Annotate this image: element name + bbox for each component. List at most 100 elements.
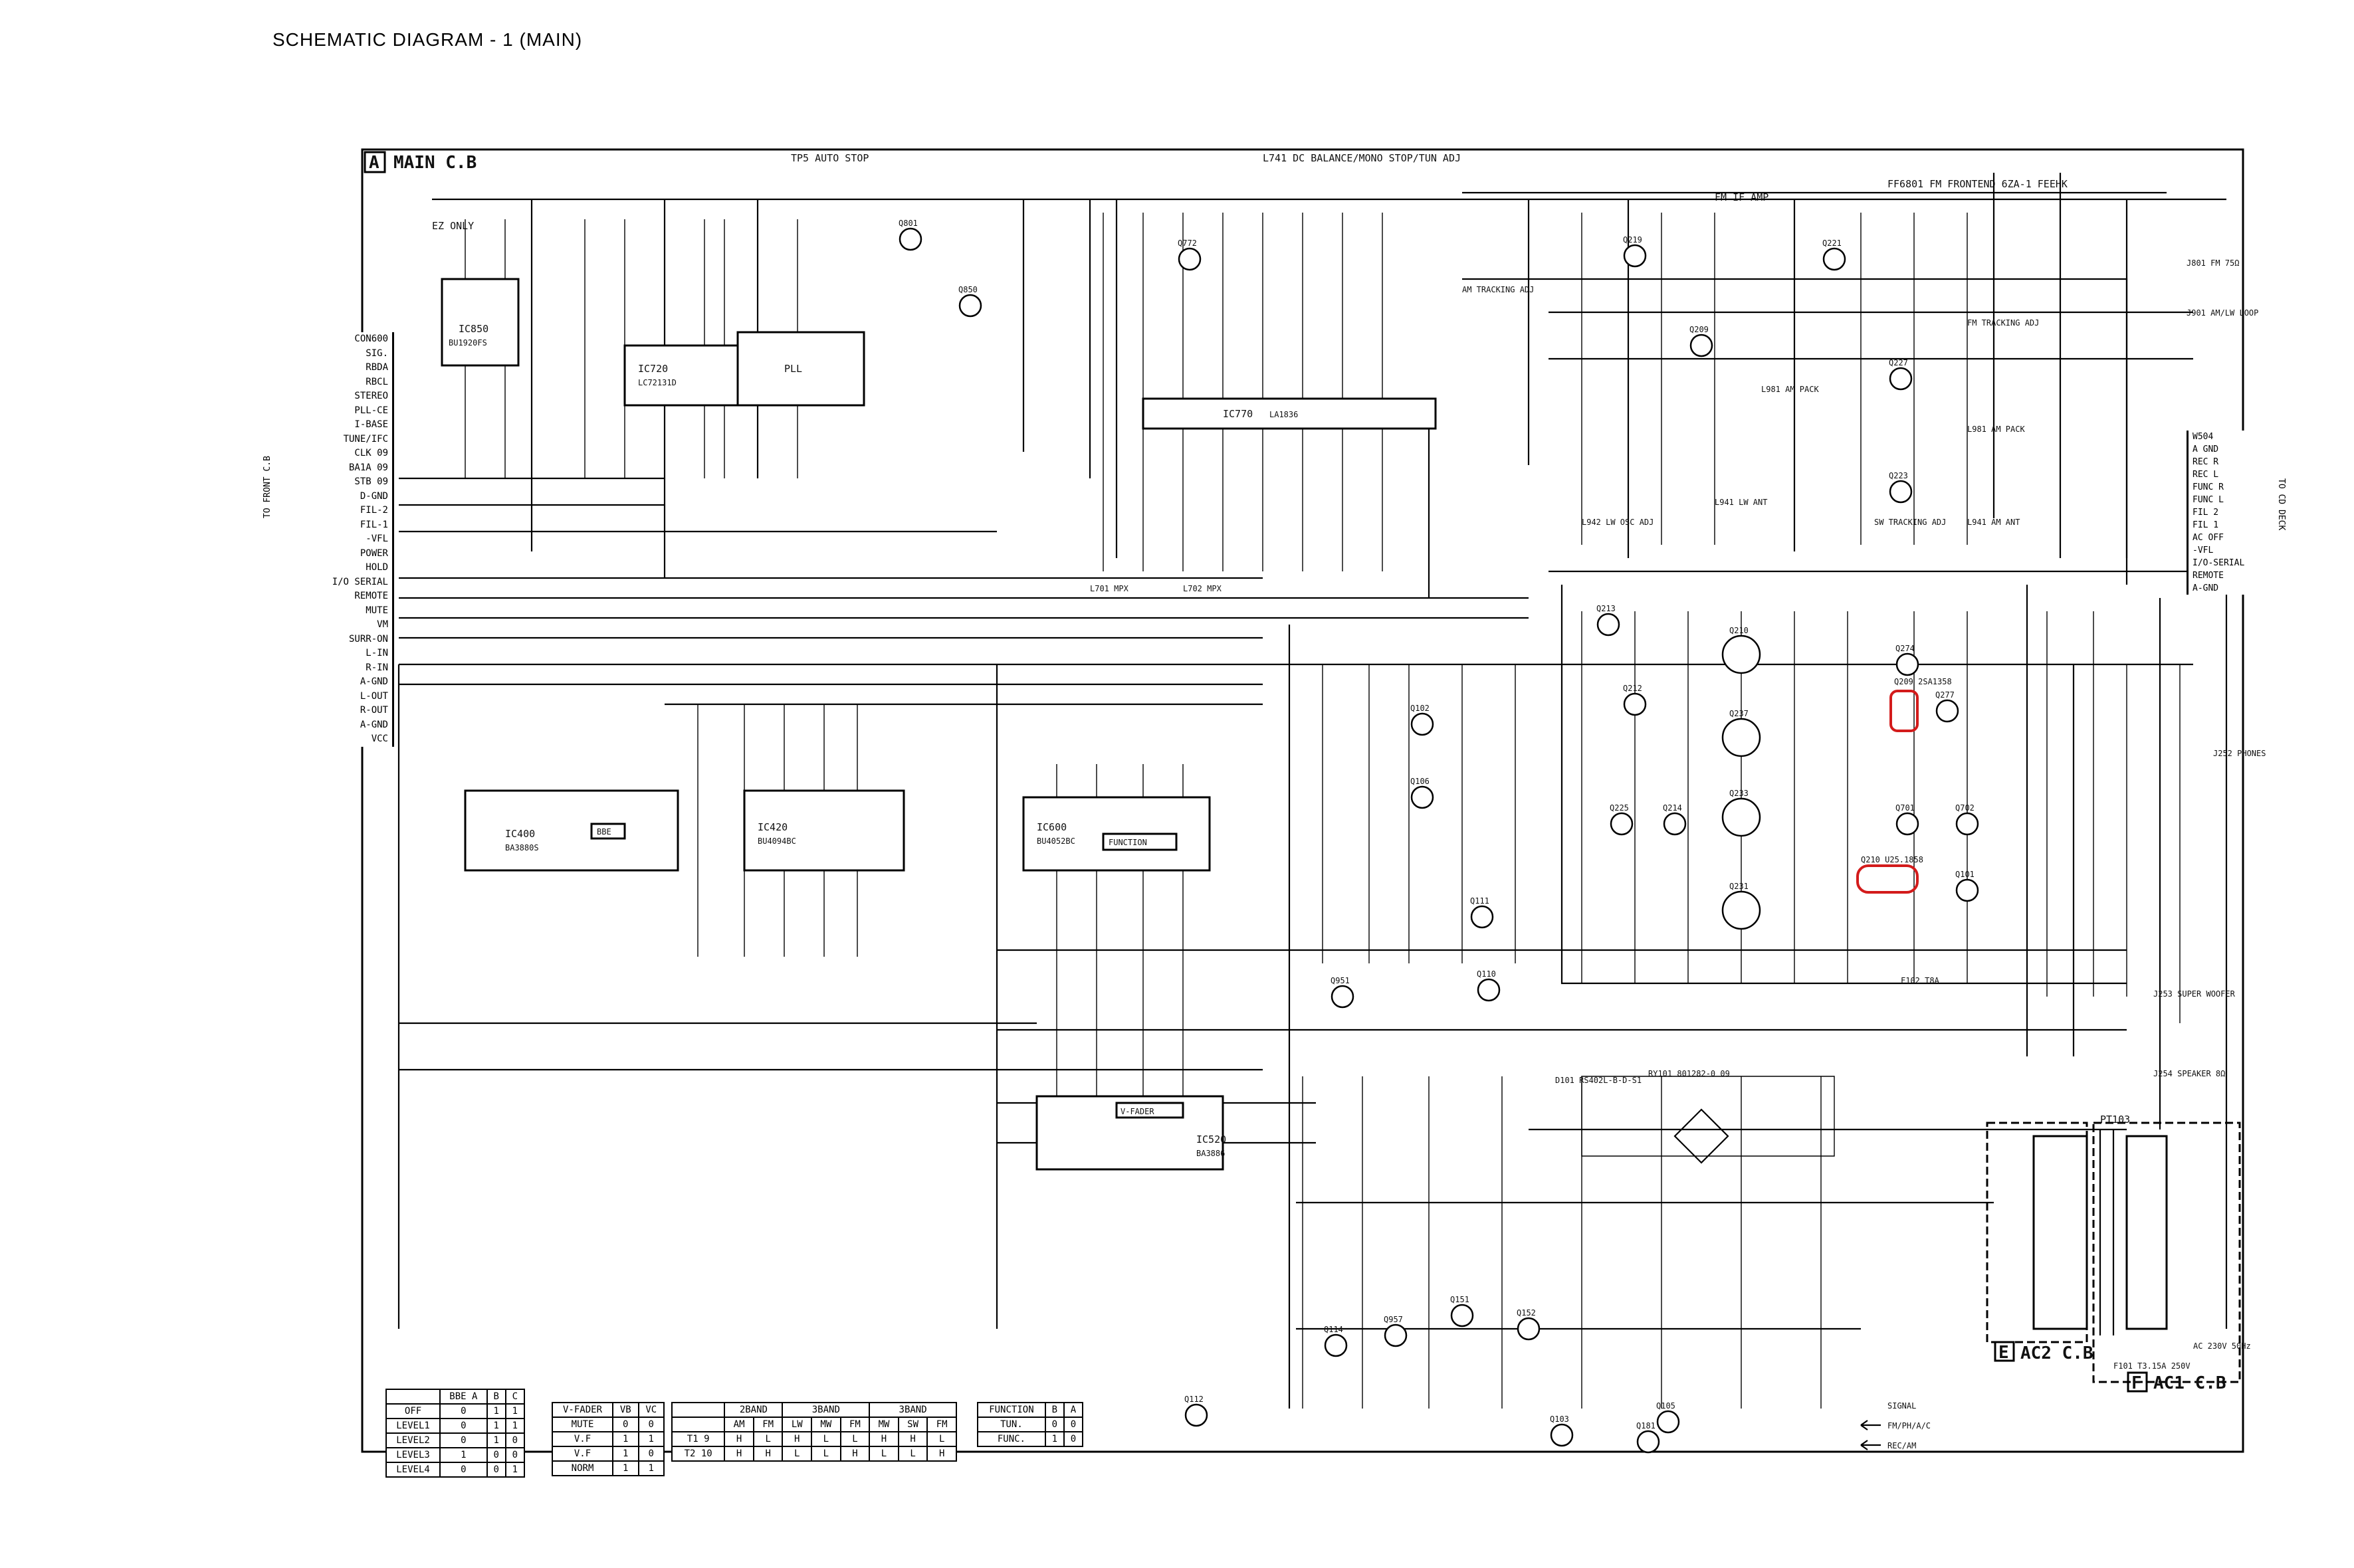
table-cell: 1: [486, 1403, 506, 1419]
page-title: SCHEMATIC DIAGRAM - 1 (MAIN): [272, 29, 583, 50]
wiring: [397, 173, 2228, 1409]
table-cell: T1 9: [671, 1431, 726, 1447]
table-cell: 1: [637, 1460, 665, 1476]
rectifier-bridge: [1673, 1108, 1729, 1164]
connector-pin: REC L: [2193, 470, 2219, 480]
table-cell: 1: [486, 1418, 506, 1434]
connector-pin: RBCL: [366, 376, 388, 387]
transistor-ref-label: Q102: [1410, 704, 1430, 713]
table-cell: H: [897, 1431, 928, 1447]
table-header-cell: LW: [782, 1417, 813, 1432]
connector-pin: I-BASE: [354, 419, 388, 430]
table-cell: 1: [612, 1431, 639, 1447]
svg-text:BU4094BC: BU4094BC: [758, 836, 796, 846]
ic-ic600: IC600 BU4052BC FUNCTION: [1022, 796, 1211, 872]
ic-ic720: IC720 LC72131D: [623, 344, 739, 407]
table-header-cell: [385, 1389, 441, 1405]
connector-pin: FUNC L: [2193, 495, 2224, 505]
connector-pin: A-GND: [2193, 583, 2219, 593]
table-group-header: 3BAND: [782, 1402, 871, 1418]
table-cell: L: [782, 1446, 813, 1462]
table-cell: V.F: [551, 1446, 614, 1462]
ic-ic400: IC400 BA3880S BBE: [464, 789, 679, 872]
module-fm-tracking: FM TRACKING ADJ: [1967, 318, 2039, 328]
table-cell: L: [752, 1431, 784, 1447]
table-cell: V.F: [551, 1431, 614, 1447]
table-cell: LEVEL3: [385, 1447, 441, 1463]
table-header-cell: VB: [612, 1402, 639, 1418]
table-cell: L: [897, 1446, 928, 1462]
connector-pin: FIL 1: [2193, 520, 2219, 530]
rectifier-label: D101 RS402L-B-D-S1: [1555, 1076, 1642, 1085]
connector-pin: FIL-1: [360, 519, 388, 530]
transistor-ref-label: Q151: [1450, 1295, 1469, 1304]
connector-pin: REMOTE: [354, 591, 388, 601]
transistor-ref-label: Q227: [1889, 358, 1908, 367]
connector-pin: FUNC R: [2193, 482, 2224, 492]
table-header-cell: FM: [839, 1417, 871, 1432]
svg-text:BA3880S: BA3880S: [505, 843, 539, 852]
module-lw-osc: L942 LW OSC ADJ: [1582, 518, 1654, 527]
ac2-board-label: AC2 C.B: [2020, 1343, 2093, 1363]
table-header-cell: FUNCTION: [977, 1402, 1046, 1418]
connector-pin: R-IN: [366, 662, 388, 673]
transistor-ref-label: Q702: [1955, 803, 1975, 813]
fuse-label: F101 T3.15A 250V: [2113, 1361, 2191, 1371]
legend-rec: REC/AM: [1887, 1441, 1916, 1450]
table-cell: 0: [486, 1462, 506, 1478]
ac1-board-frame: [2092, 1122, 2241, 1383]
table-cell: H: [724, 1431, 754, 1447]
note-ez-only: EZ ONLY: [432, 220, 474, 232]
transistor-ref-label: Q957: [1384, 1315, 1403, 1324]
table-cell: H: [839, 1446, 871, 1462]
table-cell: 1: [504, 1462, 526, 1478]
module-am-ant: L941 AM ANT: [1967, 518, 2020, 527]
table-header-cell: MW: [811, 1417, 841, 1432]
table-group-header: 2BAND: [724, 1402, 784, 1418]
svg-text:BBE: BBE: [597, 827, 611, 836]
red-mark-q209: Q209 2SA1358: [1894, 677, 1952, 686]
connector-pin: A-GND: [360, 719, 388, 730]
connector-right-side-label: TO CD DECK: [2276, 478, 2286, 531]
table-header-cell: [671, 1417, 726, 1432]
transistor-ref-label: Q105: [1656, 1401, 1675, 1411]
table-cell: 1: [612, 1460, 639, 1476]
legend-arrow-rec: [1860, 1440, 1881, 1450]
main-board-label-box: [364, 151, 386, 173]
connector-pin: VM: [377, 619, 388, 630]
ac2-board-frame: [1986, 1122, 2088, 1343]
table-cell: 0: [1044, 1417, 1065, 1432]
note-auto-stop: TP5 AUTO STOP: [791, 152, 869, 164]
table-header-cell: [671, 1402, 726, 1418]
connector-pin: -VFL: [2193, 545, 2214, 555]
table-group-header: 3BAND: [869, 1402, 957, 1418]
fuse2-label: F102 T8A: [1901, 976, 1940, 985]
connector-ref: W504: [2193, 432, 2214, 442]
ac1-board-label: AC1 C.B: [2153, 1373, 2226, 1393]
ac2-letter-box: [1994, 1341, 2015, 1362]
connector-pin: L-OUT: [360, 690, 388, 702]
table-header-cell: BBE A: [439, 1389, 488, 1405]
connector-pin: -VFL: [366, 534, 388, 544]
table-cell: H: [782, 1431, 813, 1447]
table-cell: H: [926, 1446, 957, 1462]
transistor-ref-label: Q111: [1470, 896, 1489, 906]
connector-pin: REC R: [2193, 457, 2219, 467]
table-cell: 0: [439, 1462, 488, 1478]
table-cell: 0: [637, 1446, 665, 1462]
transistor-ref-label: Q112: [1184, 1395, 1204, 1404]
table-cell: MUTE: [551, 1417, 614, 1432]
connector-pin: SIG.: [366, 347, 388, 359]
transistor-ref-label: Q772: [1178, 239, 1197, 248]
transistor-ref-label: Q233: [1729, 789, 1749, 798]
connector-pin: FIL 2: [2193, 508, 2219, 518]
connector-pin: I/O SERIAL: [332, 576, 388, 587]
